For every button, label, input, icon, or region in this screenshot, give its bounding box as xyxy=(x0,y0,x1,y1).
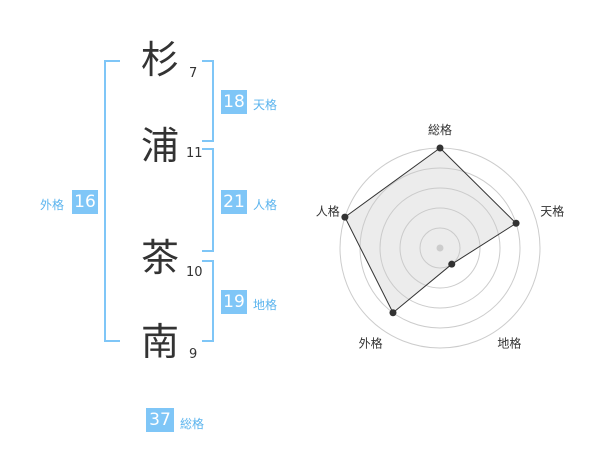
radar-ring-3 xyxy=(379,187,501,309)
gaikaku-value: 16 xyxy=(72,190,98,214)
soukaku-value: 37 xyxy=(146,408,174,432)
jinkaku-value: 21 xyxy=(221,190,247,214)
radar-point-3 xyxy=(448,260,456,268)
stroke-count-2: 11 xyxy=(186,146,203,161)
jinkaku-label: 人格 xyxy=(253,198,278,212)
gaikaku-bracket xyxy=(104,60,120,342)
tenkaku-label: 天格 xyxy=(253,98,278,112)
name-char-2: 浦 xyxy=(141,124,180,168)
radar-ring-2 xyxy=(399,207,481,289)
radar-series-area xyxy=(344,147,517,314)
radar-axis-label-2: 天格 xyxy=(540,204,564,219)
jinkaku-bracket xyxy=(202,148,214,252)
radar-point-5 xyxy=(341,213,349,221)
radar-point-4 xyxy=(389,309,397,317)
name-char-1: 杉 xyxy=(141,38,180,82)
tenkaku-value: 18 xyxy=(221,90,247,114)
radar-axis-label-1: 総格 xyxy=(428,122,452,137)
soukaku-label: 総格 xyxy=(180,417,205,431)
gaikaku-label: 外格 xyxy=(40,198,65,212)
stroke-count-3: 10 xyxy=(186,265,203,280)
stroke-count-1: 7 xyxy=(189,66,198,81)
name-char-4: 南 xyxy=(141,320,180,364)
radar-axis-label-3: 地格 xyxy=(497,335,521,350)
chikaku-value: 19 xyxy=(221,290,247,314)
name-char-3: 茶 xyxy=(141,236,180,280)
radar-ring-1 xyxy=(419,227,461,269)
radar-axis-label-4: 外格 xyxy=(359,335,383,350)
chikaku-label: 地格 xyxy=(253,298,278,312)
radar-center-dot xyxy=(436,244,444,252)
tenkaku-bracket xyxy=(202,60,214,142)
radar-axis-label-5: 人格 xyxy=(316,204,340,219)
radar-point-2 xyxy=(512,219,520,227)
stroke-count-4: 9 xyxy=(189,347,198,362)
chikaku-bracket xyxy=(202,260,214,342)
radar-point-1 xyxy=(436,144,444,152)
